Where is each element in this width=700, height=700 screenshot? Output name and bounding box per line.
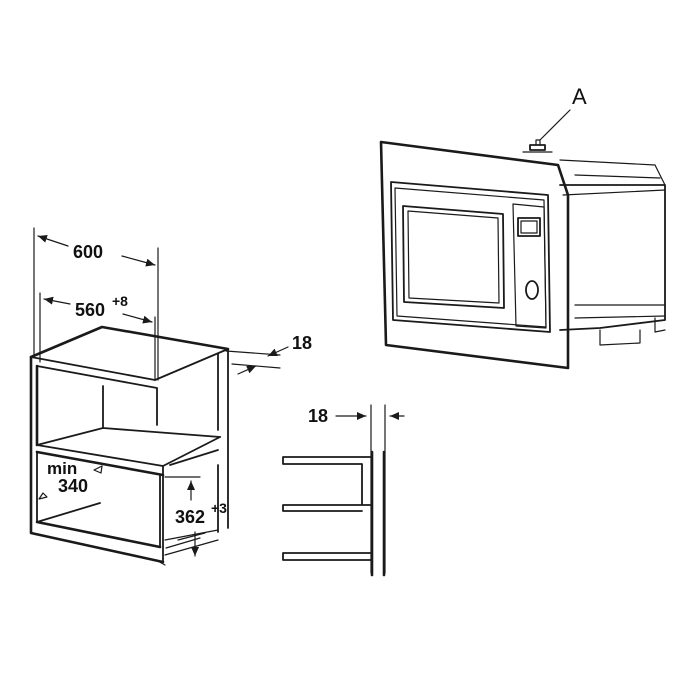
microwave-frame [379,140,570,370]
dim-label-18-side: 18 [292,333,312,353]
upper-compartment [36,365,158,426]
cabinet-illustration [29,325,230,566]
display-screen [517,217,541,237]
dim-label-min: min [47,459,77,478]
dimension-362: 362 +3 [164,476,227,557]
microwave-window [402,205,505,309]
dimension-560: 560 +8 [39,292,156,381]
microwave-body-side [559,184,666,331]
dim-label-362: 362 [175,507,205,527]
dim-tol-560: +8 [112,293,128,309]
rail-bottom [282,552,373,561]
dim-label-560: 560 [75,300,105,320]
microwave-door [390,181,551,333]
rail-section: 18 [282,404,405,577]
mounting-screw-icon [522,139,553,153]
callout-label-a: A [572,84,587,109]
microwave-illustration: A [379,84,666,370]
dimension-min-340: min 340 [38,459,103,500]
cabinet-shelf [35,450,165,477]
control-panel [512,203,547,329]
dimension-18-side: 18 [225,333,312,375]
dim-label-600: 600 [73,242,103,262]
control-knob [525,280,539,300]
dimension-600: 600 [33,227,159,381]
dim-label-18-rail: 18 [308,406,328,426]
callout-leader [539,109,571,141]
cabinet-front-outline [29,355,165,564]
rail-top [282,456,373,505]
microwave-body-top [559,159,666,186]
dim-tol-362: +3 [211,500,227,516]
dim-label-340: 340 [58,476,88,496]
